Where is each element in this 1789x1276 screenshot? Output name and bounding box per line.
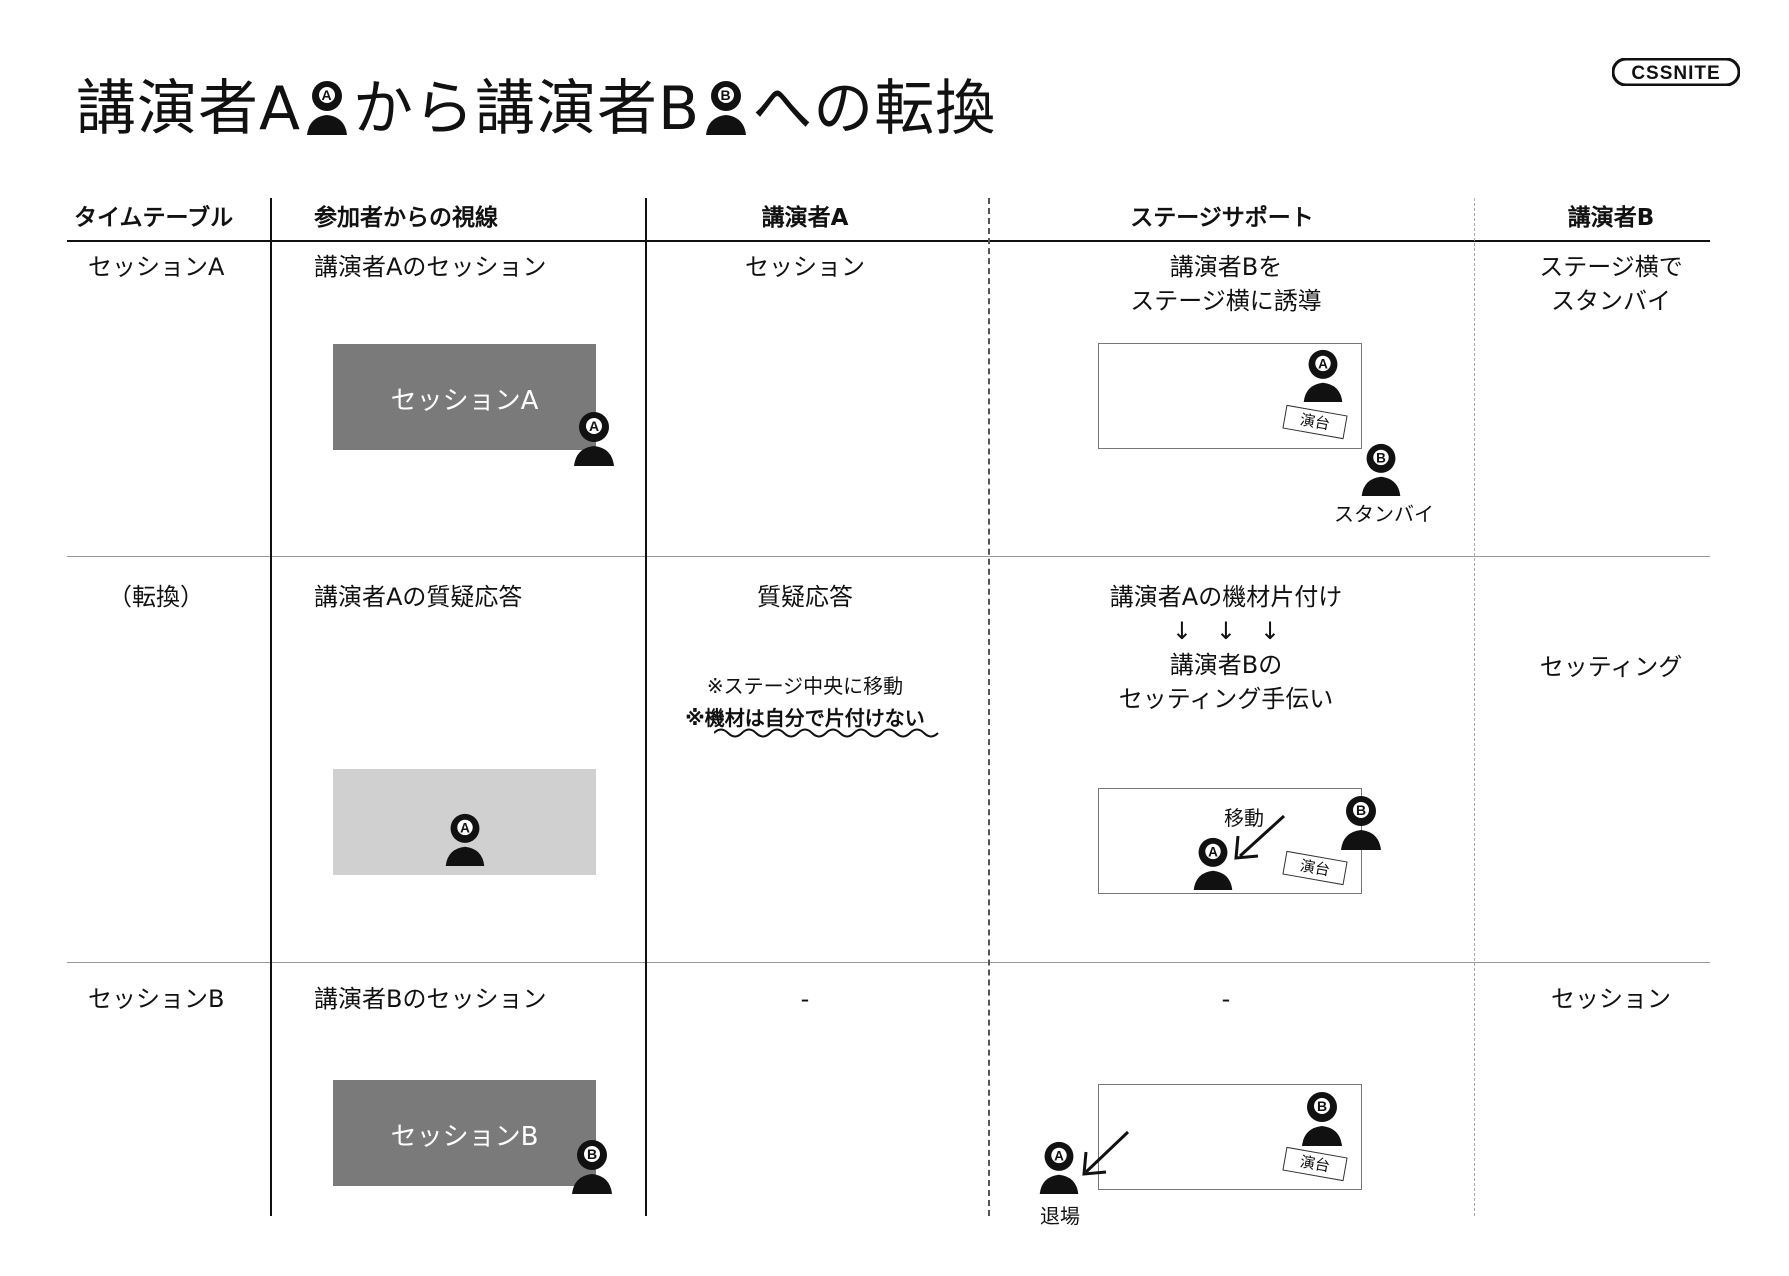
- column-divider-4: [1474, 198, 1475, 1216]
- header-audience-view: 参加者からの視線: [314, 205, 498, 231]
- row2-support-line3: 講演者Bの: [1169, 651, 1283, 679]
- speaker-a-person-icon: A: [1303, 349, 1343, 402]
- row3-timetable: セッションB: [88, 985, 225, 1013]
- row3-view: 講演者Bのセッション: [314, 985, 547, 1013]
- row2-note-move: ※ステージ中央に移動: [706, 674, 904, 698]
- header-speaker-a: 講演者A: [761, 205, 849, 231]
- speaker-a-person-icon: A: [307, 81, 348, 135]
- speaker-a-person-icon: A: [1039, 1141, 1079, 1194]
- move-label: 移動: [1224, 806, 1264, 830]
- arrow-icon: [1082, 1130, 1130, 1176]
- title-part1: 講演者A: [76, 74, 302, 144]
- exit-label: 退場: [1040, 1204, 1080, 1228]
- row2-note-equipment: ※機材は自分で片付けない: [685, 706, 925, 730]
- row3-speaker-b: セッション: [1551, 985, 1671, 1013]
- row1-speaker-a: セッション: [745, 253, 865, 281]
- row1-timetable: セッションA: [88, 253, 225, 281]
- svg-text:CSSNITE: CSSNITE: [1631, 63, 1720, 84]
- column-divider-3: [988, 198, 990, 1216]
- row2-support-arrows: ↓ ↓ ↓: [1171, 617, 1281, 645]
- row1-view: 講演者Aのセッション: [314, 253, 547, 281]
- header-divider: [67, 240, 1710, 242]
- row2-support-line4: セッティング手伝い: [1118, 685, 1334, 713]
- row1-support-line2: ステージ横に誘導: [1130, 287, 1322, 315]
- svg-text:A: A: [589, 418, 599, 434]
- speaker-a-person-icon: A: [574, 412, 614, 466]
- svg-text:B: B: [1317, 1098, 1327, 1114]
- svg-text:B: B: [721, 87, 732, 103]
- svg-text:A: A: [1054, 1148, 1064, 1163]
- standby-label: スタンバイ: [1334, 502, 1434, 526]
- header-timetable: タイムテーブル: [74, 205, 234, 231]
- svg-text:A: A: [460, 820, 470, 835]
- wavy-underline: [714, 728, 939, 738]
- svg-text:A: A: [321, 87, 332, 103]
- speaker-b-person-icon: B: [1302, 1092, 1342, 1146]
- svg-text:A: A: [1318, 356, 1328, 371]
- row2-speaker-b: セッティング: [1539, 653, 1683, 681]
- row2-view: 講演者Aの質疑応答: [314, 583, 523, 611]
- row3-support: -: [1221, 985, 1231, 1013]
- row1-speaker-b-line2: スタンバイ: [1551, 287, 1671, 315]
- header-speaker-b: 講演者B: [1567, 205, 1655, 231]
- speaker-b-person-icon: B: [706, 81, 747, 135]
- arrow-icon: [1234, 814, 1286, 860]
- speaker-b-person-icon: B: [1361, 443, 1401, 496]
- svg-text:B: B: [1356, 802, 1366, 818]
- column-divider-1: [270, 198, 272, 1216]
- title-part3: への転換: [752, 74, 997, 144]
- cssnite-logo: CSSNITE: [1612, 58, 1740, 86]
- title-part2: から講演者B: [353, 74, 701, 144]
- svg-text:B: B: [587, 1146, 597, 1162]
- svg-text:A: A: [1208, 844, 1218, 859]
- speaker-b-person-icon: B: [1341, 796, 1381, 850]
- header-stage-support: ステージサポート: [1130, 205, 1314, 231]
- speaker-a-person-icon: A: [445, 813, 485, 866]
- row1-stage-view: セッションA: [333, 344, 596, 450]
- speaker-b-person-icon: B: [572, 1140, 612, 1194]
- row-divider-2: [67, 962, 1710, 963]
- svg-text:B: B: [1376, 450, 1386, 465]
- row-divider-1: [67, 556, 1710, 557]
- row2-timetable: （転換）: [108, 583, 204, 611]
- column-divider-2: [645, 198, 647, 1216]
- page-title: 講演者A A から講演者B B への転換: [76, 60, 996, 147]
- row3-stage-label: セッションB: [390, 1122, 539, 1152]
- row3-speaker-a: -: [800, 985, 810, 1013]
- row2-support-line1: 講演者Aの機材片付け: [1109, 583, 1343, 611]
- row1-stage-label: セッションA: [390, 386, 539, 416]
- row2-speaker-a: 質疑応答: [757, 583, 853, 611]
- row1-support-line1: 講演者Bを: [1169, 253, 1283, 281]
- row1-speaker-b-line1: ステージ横で: [1539, 253, 1683, 281]
- speaker-a-person-icon: A: [1193, 837, 1233, 890]
- row3-stage-view: セッションB: [333, 1080, 596, 1186]
